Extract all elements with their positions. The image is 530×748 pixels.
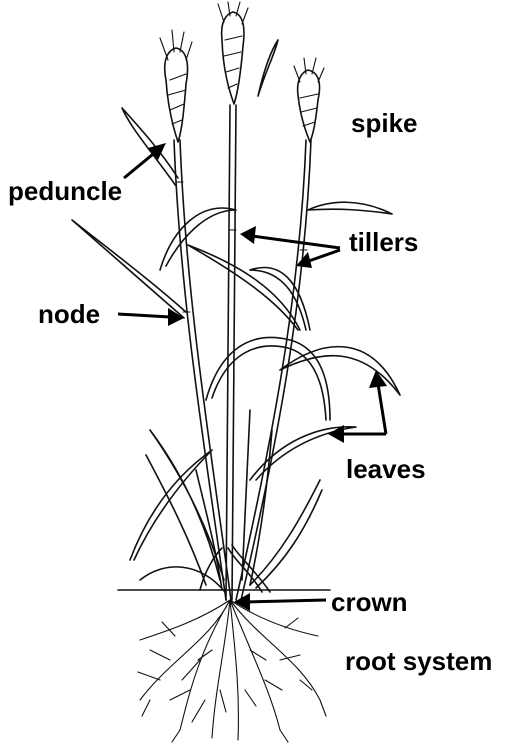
label-tillers: tillers — [349, 227, 418, 257]
root-system — [138, 600, 326, 742]
label-crown: crown — [331, 587, 408, 617]
label-spike: spike — [351, 108, 418, 138]
stems — [174, 105, 311, 600]
spikes — [160, 2, 324, 142]
crown-arrow — [234, 593, 326, 611]
label-root-system: root system — [345, 646, 492, 676]
label-node: node — [38, 299, 100, 329]
tillers-arrow-left — [240, 226, 340, 248]
arrows — [118, 143, 387, 611]
peduncle-arrow — [124, 143, 166, 178]
label-peduncle: peduncle — [8, 176, 122, 206]
label-leaves: leaves — [346, 454, 426, 484]
leaves-arrow-upper — [369, 370, 387, 434]
node-arrow — [118, 308, 184, 326]
